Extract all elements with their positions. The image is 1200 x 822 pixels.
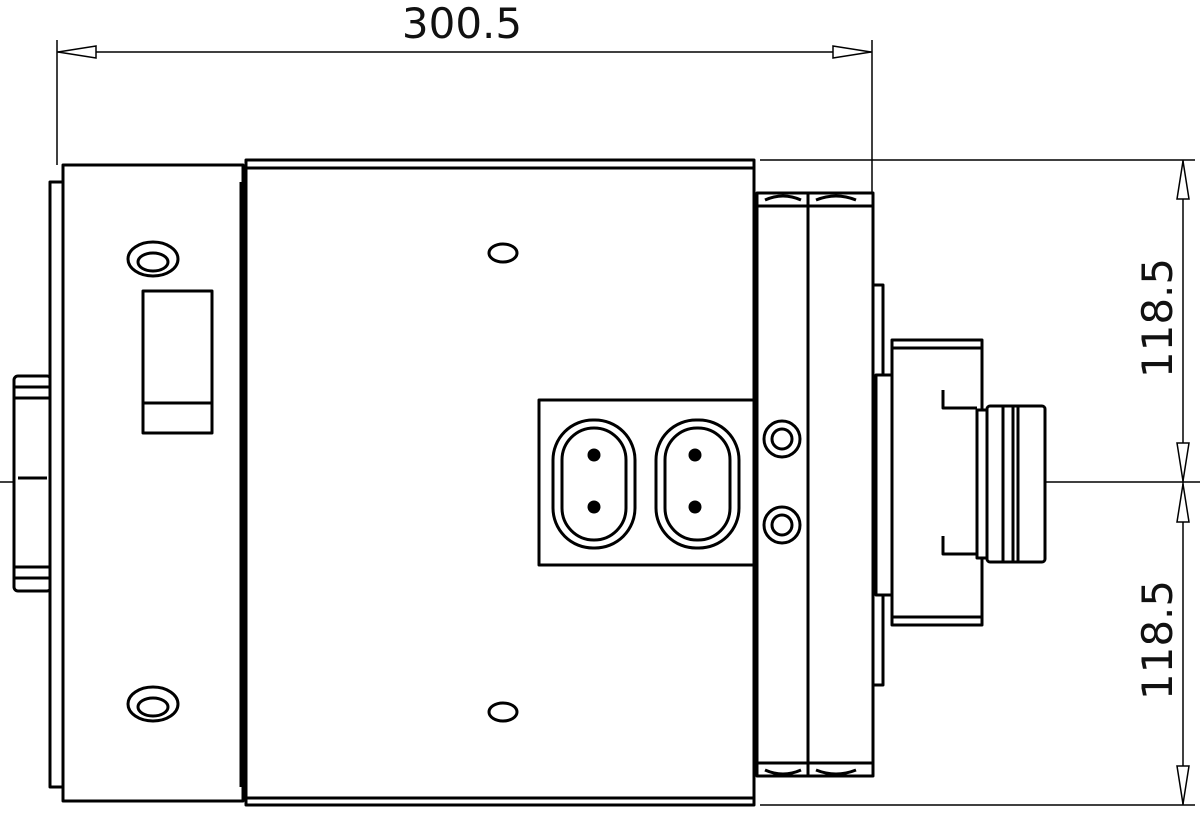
arrow-mid-up — [1176, 442, 1190, 482]
arrow-left — [57, 45, 97, 59]
lower-height-label: 118.5 — [1133, 580, 1182, 700]
screw-bottom — [762, 505, 802, 545]
arrow-right — [832, 45, 872, 59]
height-dimensions — [760, 159, 1195, 806]
rotor-section — [755, 191, 875, 778]
connector-socket-left — [551, 418, 637, 550]
countersunk-hole-bottom — [126, 685, 180, 723]
upper-height-label: 118.5 — [1133, 258, 1182, 378]
arrow-mid-down — [1176, 483, 1190, 523]
left-nut — [12, 374, 53, 593]
output-shaft — [975, 404, 1047, 564]
body-hole-bottom — [487, 701, 519, 723]
hub-pins — [941, 390, 977, 556]
arrow-bottom — [1176, 765, 1190, 805]
screw-top — [762, 419, 802, 459]
body-hole-top — [487, 242, 519, 264]
arrow-top — [1176, 160, 1190, 200]
length-dimension-label: 300.5 — [402, 0, 522, 48]
length-dimension — [56, 40, 873, 195]
connector-socket-right — [654, 418, 741, 550]
connector-block — [537, 398, 756, 567]
label-window — [141, 289, 214, 435]
left-flange — [48, 163, 245, 803]
hub-flange — [890, 338, 984, 627]
countersunk-hole-top — [126, 240, 180, 278]
